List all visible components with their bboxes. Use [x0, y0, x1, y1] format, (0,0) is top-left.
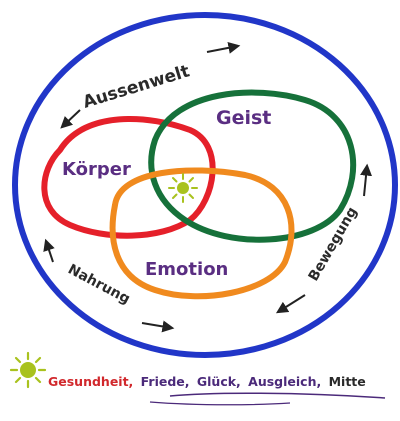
emotion-label: Emotion	[145, 259, 228, 280]
footer-item-friede: Friede,	[141, 374, 190, 389]
arrow-left-up	[43, 238, 55, 263]
sun-icon	[168, 173, 198, 203]
footer-item-glueck: Glück,	[197, 374, 241, 389]
footer-underline	[169, 392, 386, 399]
arrow-right-down	[275, 294, 306, 314]
outer-label: Aussenwelt	[81, 61, 192, 112]
footer-text: Gesundheit, Friede, Glück, Ausgleich, Mi…	[48, 374, 366, 389]
arrow-left-down	[141, 320, 175, 333]
arrow-top-left	[60, 109, 81, 129]
koerper-label: Körper	[62, 159, 131, 180]
geist-label: Geist	[216, 107, 271, 129]
footer-underline-lower	[149, 401, 291, 406]
footer-item-gesundheit: Gesundheit,	[48, 374, 133, 389]
footer-item-ausgleich: Ausgleich,	[248, 374, 321, 389]
footer-sun-icon	[9, 351, 47, 389]
footer-item-mitte: Mitte	[329, 374, 366, 389]
arrow-top-right	[206, 41, 241, 54]
emotion-circle	[109, 167, 295, 300]
geist-circle	[148, 89, 357, 243]
outer-circle	[12, 12, 398, 358]
arrow-right-up	[360, 163, 373, 197]
